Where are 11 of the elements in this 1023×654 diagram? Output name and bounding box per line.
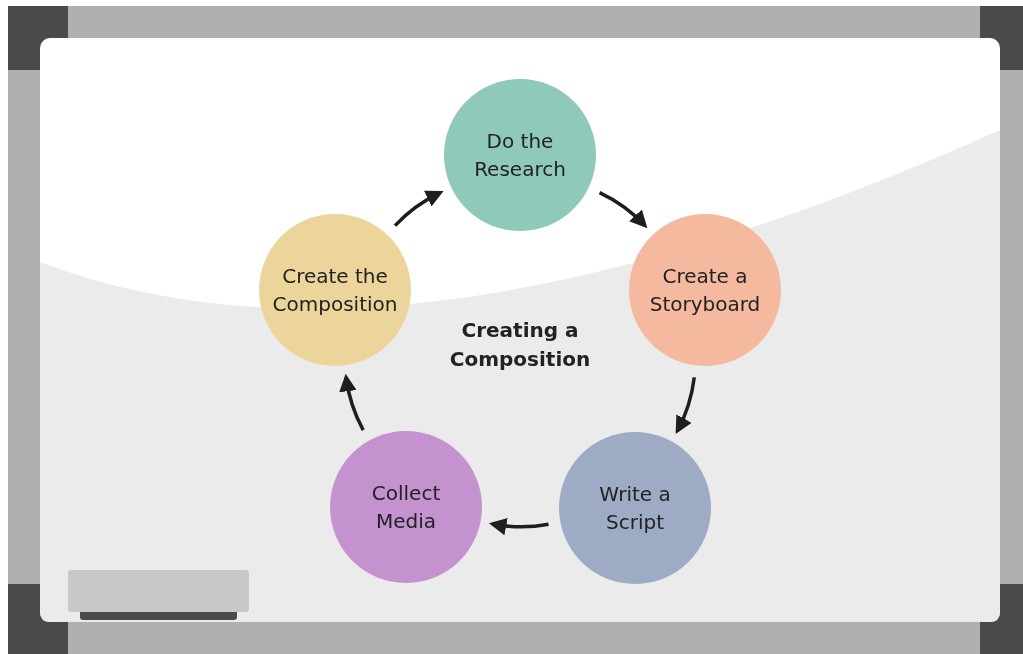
cycle-title: Creating a Composition (448, 317, 592, 373)
step-label: Collect Media (370, 480, 442, 535)
arrow (675, 377, 696, 434)
step-label: Do the Research (473, 128, 567, 183)
arrow (339, 373, 365, 431)
step-label: Create a Storyboard (648, 263, 762, 318)
arrow (598, 191, 648, 229)
step-label: Write a Script (598, 481, 672, 536)
arrow (393, 190, 444, 227)
step-label: Create the Composition (271, 263, 399, 318)
arrow (488, 517, 549, 536)
